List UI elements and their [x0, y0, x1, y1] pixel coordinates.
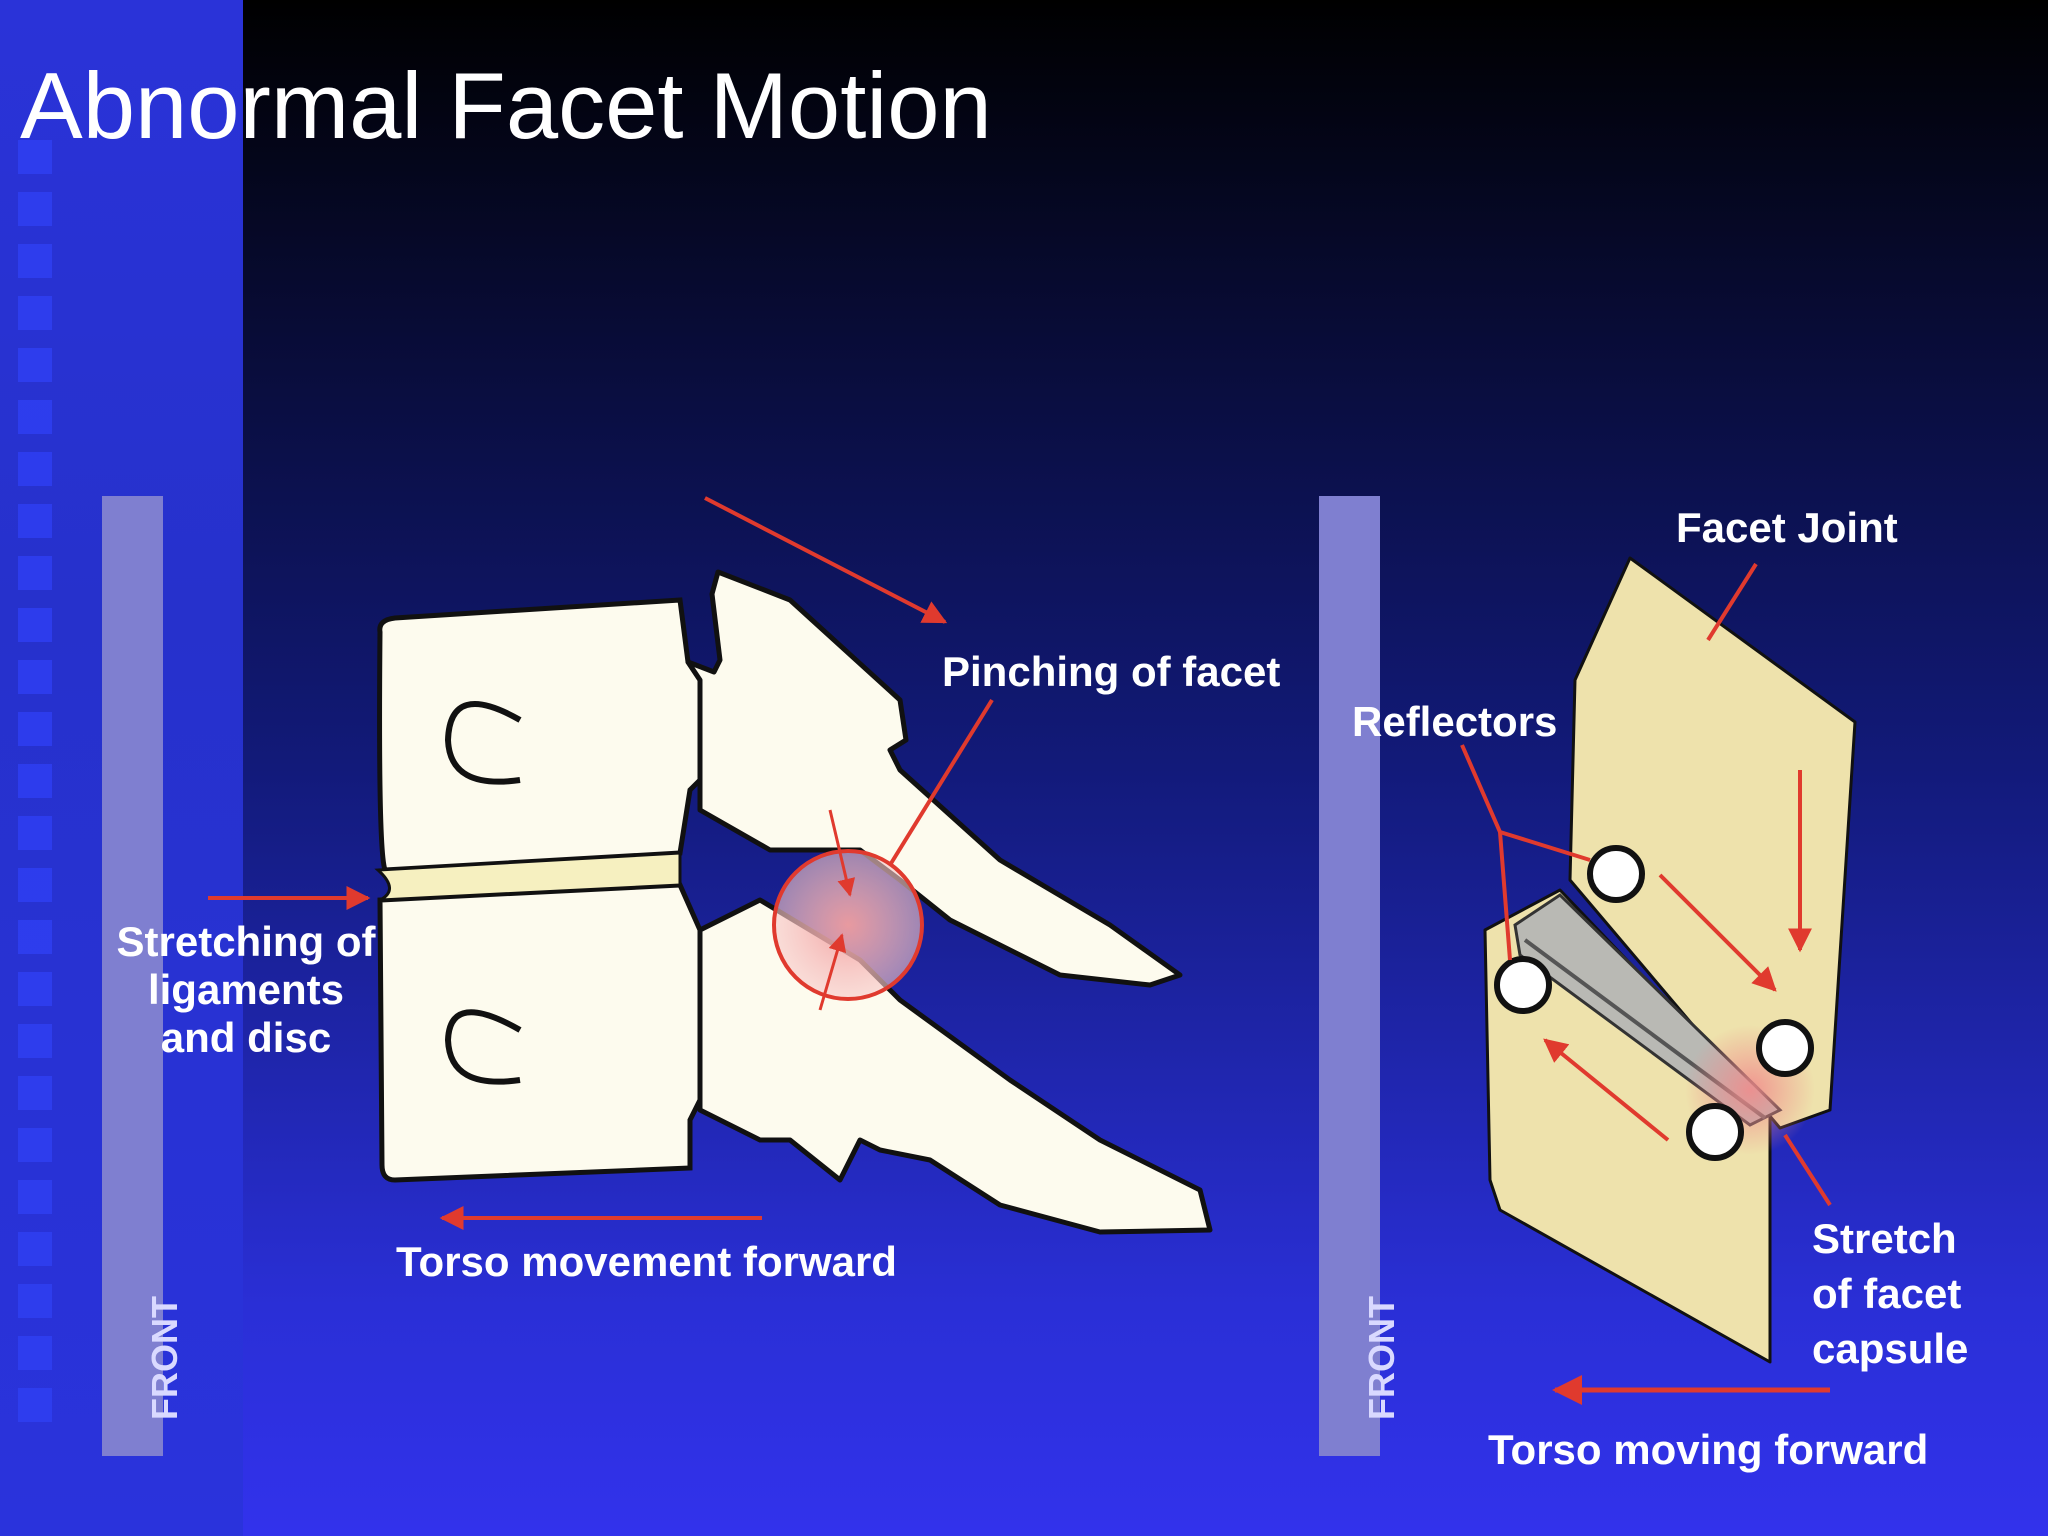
torso-moving-label: Torso moving forward	[1488, 1426, 1929, 1473]
pinching-pointer-line	[888, 698, 994, 867]
upper-vertebral-process	[685, 569, 1183, 988]
lower-facet-plate	[1483, 888, 1772, 1364]
pinching-of-facet-label: Pinching of facet	[942, 648, 1281, 695]
decor-square	[18, 868, 52, 902]
rotation-arrow	[704, 496, 948, 624]
reflectors-label: Reflectors	[1352, 698, 1558, 745]
motion-arrow-diag-up	[1543, 1038, 1670, 1142]
vertebra-curl-upper	[444, 701, 522, 785]
decor-square	[18, 660, 52, 694]
decor-square	[18, 920, 52, 954]
decor-square	[18, 504, 52, 538]
decor-square	[18, 712, 52, 746]
decor-square	[18, 140, 52, 174]
decor-square	[18, 400, 52, 434]
decor-square	[18, 296, 52, 330]
reflector-4	[1686, 1103, 1744, 1161]
lower-vertebral-body	[377, 882, 703, 1183]
decor-square	[18, 972, 52, 1006]
stretch-label-line3: capsule	[1812, 1325, 1969, 1372]
front-bar-left	[102, 496, 163, 1456]
reflector-2	[1494, 956, 1552, 1014]
facet-joint-pointer	[1706, 562, 1758, 642]
front-bar-right	[1319, 496, 1380, 1456]
decor-square	[18, 608, 52, 642]
pinch-arrow-down	[828, 809, 856, 897]
decor-square	[18, 192, 52, 226]
reflector-1	[1587, 845, 1645, 903]
vertebra-curl-lower	[444, 1009, 522, 1085]
decor-square	[18, 1388, 52, 1422]
decor-square	[18, 452, 52, 486]
decor-square	[18, 1232, 52, 1266]
upper-vertebral-body	[377, 597, 703, 873]
reflectors-pointer-2	[1498, 831, 1512, 961]
decor-square	[18, 764, 52, 798]
stretch-label-line1: Stretch	[1812, 1215, 1957, 1262]
facet-joint-label: Facet Joint	[1676, 504, 1898, 551]
decor-square	[18, 1180, 52, 1214]
stretch-label-line2: of facet	[1812, 1270, 1962, 1317]
stretch-pointer	[1783, 1133, 1832, 1207]
decor-square	[18, 1024, 52, 1058]
pinch-arrow-up	[818, 933, 847, 1011]
stretching-label-line3: and disc	[160, 1014, 332, 1061]
decor-square	[18, 1336, 52, 1370]
decor-square	[18, 244, 52, 278]
reflector-3	[1756, 1019, 1814, 1077]
stretching-label-line2: ligaments	[147, 966, 345, 1013]
decor-square	[18, 556, 52, 590]
slide-title: Abnormal Facet Motion	[20, 53, 992, 158]
motion-arrow-diag-down	[1658, 873, 1777, 992]
intervertebral-disc	[374, 851, 682, 902]
decor-square	[18, 816, 52, 850]
decor-square	[18, 1128, 52, 1162]
decor-square	[18, 348, 52, 382]
stretching-label-line1: Stretching of	[116, 918, 376, 965]
decor-square	[18, 1284, 52, 1318]
torso-movement-label: Torso movement forward	[396, 1238, 897, 1285]
pinch-highlight-circle	[772, 849, 924, 1001]
decor-square	[18, 1076, 52, 1110]
